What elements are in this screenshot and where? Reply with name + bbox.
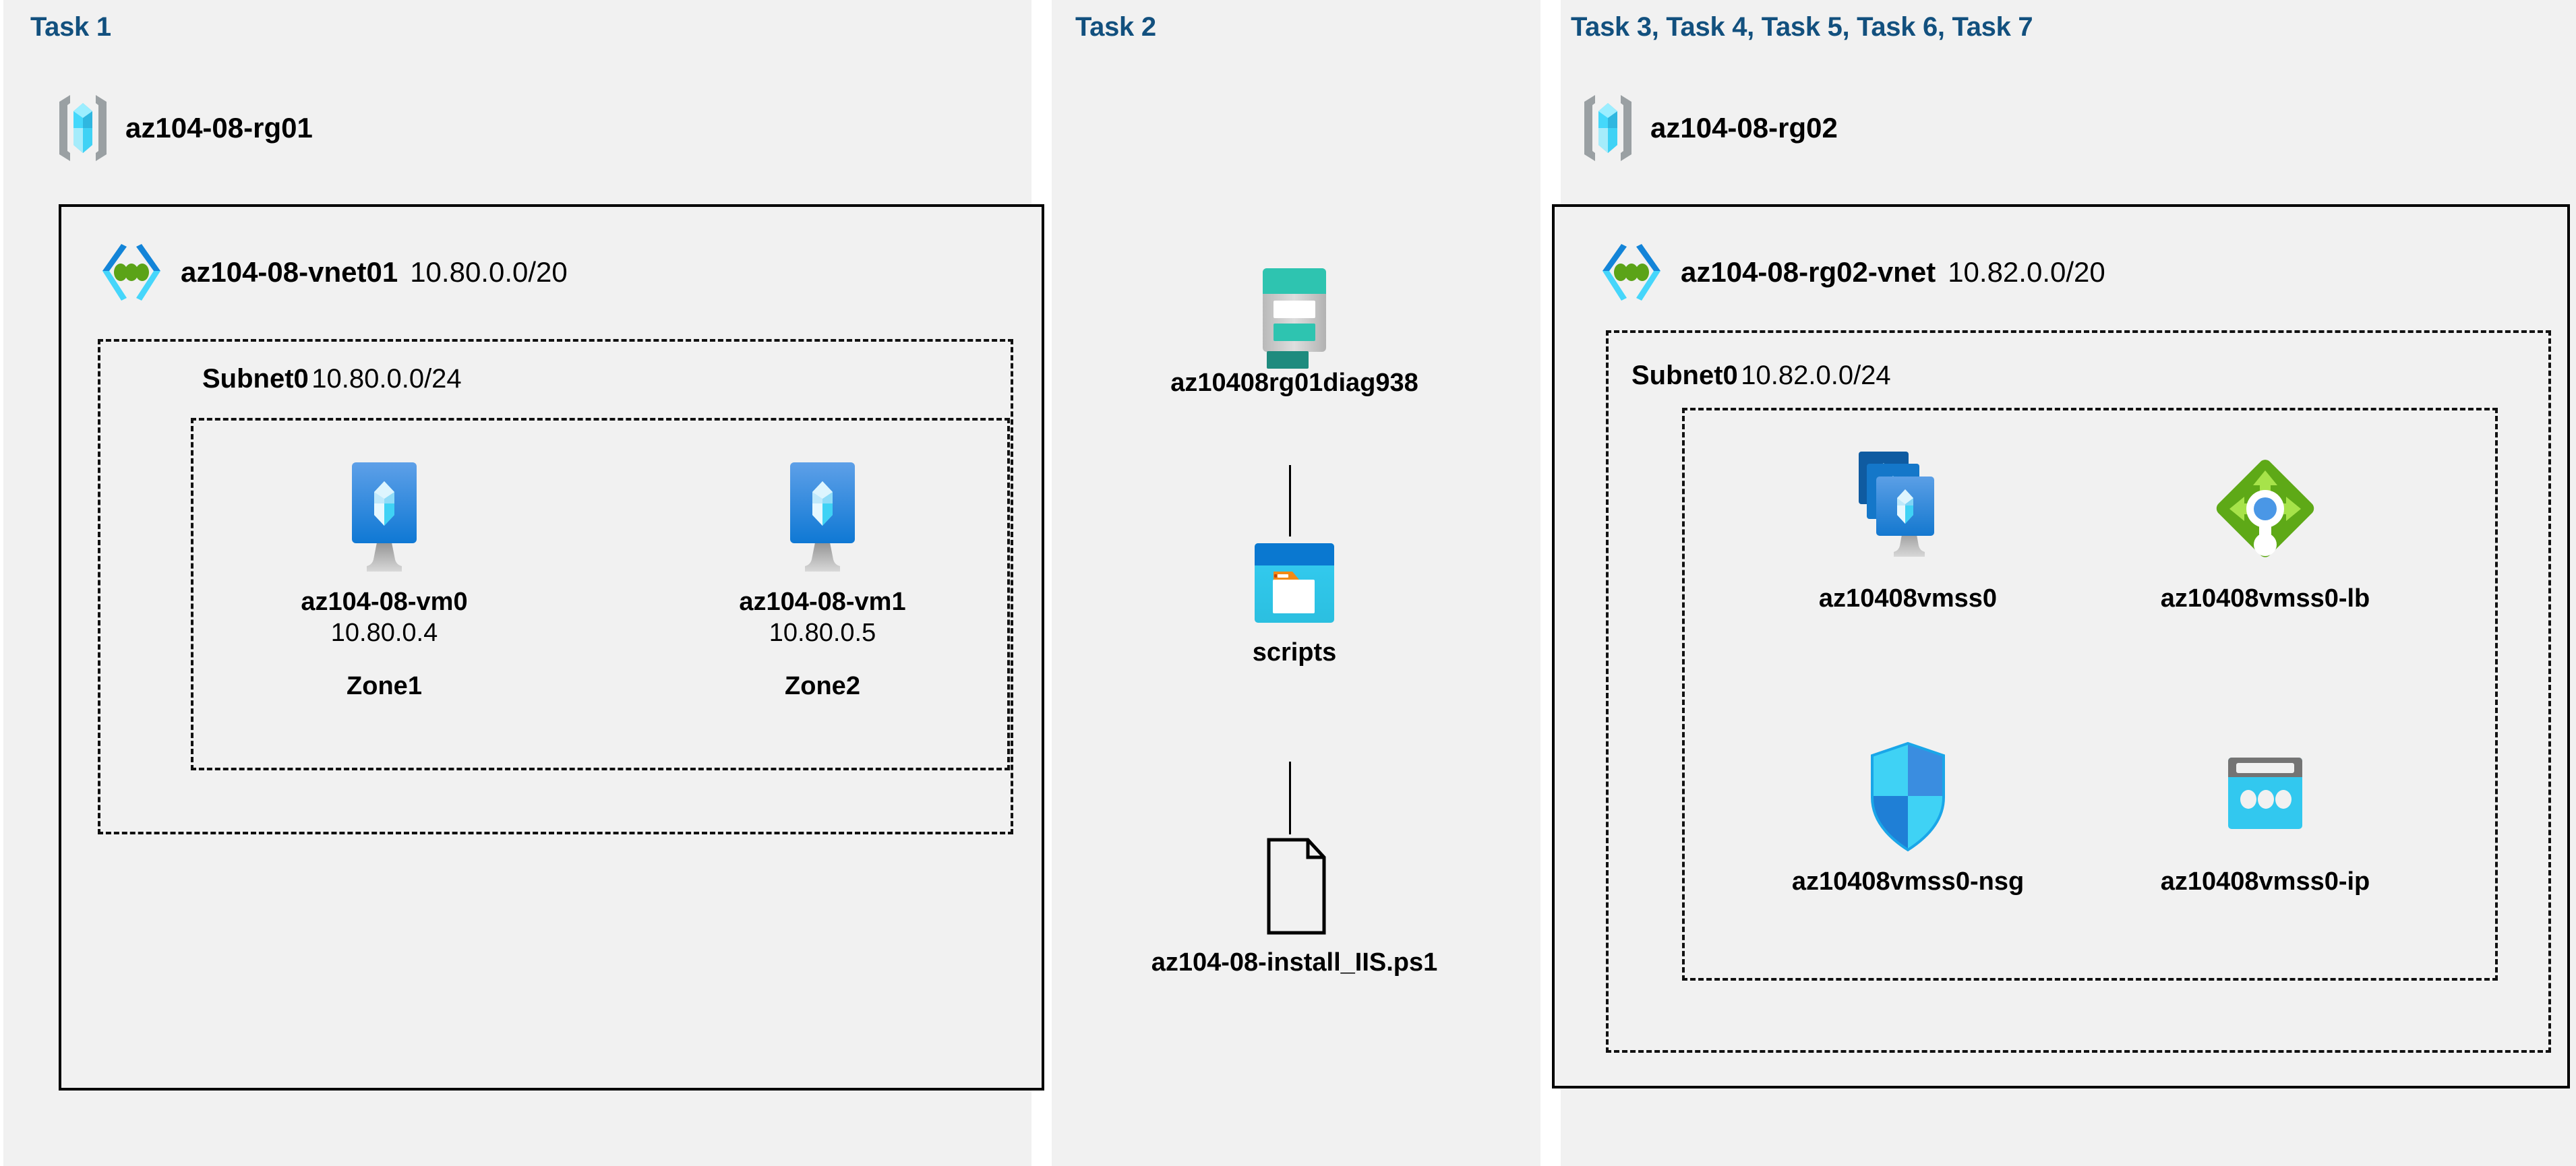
blob-container-node[interactable]: scripts — [1187, 539, 1402, 668]
nsg-node[interactable]: az10408vmss0-nsg — [1739, 738, 2076, 897]
task-label-3: Task 3, Task 4, Task 5, Task 6, Task 7 — [1571, 12, 2033, 42]
resource-group-label: az104-08-rg01 — [125, 112, 313, 144]
resource-group-task1: az104-08-rg01 — [53, 91, 313, 165]
vm-ip-0: 10.80.0.4 — [330, 618, 438, 647]
vm-zone-0: Zone1 — [347, 672, 422, 701]
public-ip-node[interactable]: az10408vmss0-ip — [2110, 748, 2420, 897]
vm-ip-1: 10.80.0.5 — [769, 618, 876, 647]
task-label-2: Task 2 — [1075, 12, 1156, 42]
vnet-box-task1 — [59, 204, 1044, 1091]
task-label-1: Task 1 — [30, 12, 111, 42]
vm-zone-1: Zone2 — [785, 672, 860, 701]
subnet-label-task3: Subnet0 10.82.0.0/24 — [1631, 361, 1891, 391]
resource-group-box-task3 — [1682, 408, 2498, 981]
subnet-cidr-task1: 10.80.0.0/24 — [311, 364, 462, 394]
storage-account-node[interactable]: az10408rg01diag938 — [1170, 263, 1418, 398]
vnet-name-task3: az104-08-rg02-vnet — [1681, 256, 1936, 288]
subnet-box-task3 — [1606, 330, 2551, 1053]
resource-group-icon — [1578, 91, 1638, 165]
load-balancer-icon — [2201, 445, 2329, 573]
file-label: az104-08-install_IIS.ps1 — [1151, 948, 1438, 977]
vm-node-1[interactable]: az104-08-vm1 10.80.0.5 Zone2 — [708, 458, 937, 701]
virtual-machine-icon — [775, 458, 870, 576]
virtual-network-icon — [1594, 241, 1669, 303]
blob-container-icon — [1251, 539, 1338, 627]
nsg-label: az10408vmss0-nsg — [1791, 867, 2025, 896]
subnet-cidr-task3: 10.82.0.0/24 — [1741, 361, 1891, 390]
virtual-network-icon — [94, 241, 169, 303]
public-ip-address-icon — [2215, 748, 2316, 856]
resource-group-icon — [53, 91, 113, 165]
connector-container-to-file — [1289, 762, 1291, 834]
resource-group-task3: az104-08-rg02 — [1578, 91, 1838, 165]
file-node[interactable]: az104-08-install_IIS.ps1 — [1146, 836, 1443, 978]
vnet-cidr-task3: 10.82.0.0/20 — [1948, 256, 2105, 288]
vmss-node[interactable]: az10408vmss0 — [1753, 445, 2063, 614]
network-security-group-icon — [1857, 738, 1958, 856]
load-balancer-node[interactable]: az10408vmss0-lb — [2110, 445, 2420, 614]
subnet-box-task1 — [98, 339, 1013, 834]
virtual-machine-icon — [337, 458, 431, 576]
vm-name-1: az104-08-vm1 — [739, 588, 906, 616]
vnet-cidr-task1: 10.80.0.0/20 — [410, 256, 568, 288]
public-ip-label: az10408vmss0-ip — [2160, 867, 2370, 896]
vm-scale-set-icon — [1844, 445, 1972, 573]
storage-icon-dark-bar — [1267, 351, 1309, 369]
vnet-name-task1: az104-08-vnet01 — [181, 256, 398, 288]
vnet-box-task3 — [1552, 204, 2570, 1088]
blob-container-label: scripts — [1252, 638, 1337, 667]
file-icon — [1254, 836, 1335, 937]
vm-name-0: az104-08-vm0 — [301, 588, 468, 616]
vmss-label: az10408vmss0 — [1818, 584, 1998, 613]
resource-group-label: az104-08-rg02 — [1650, 112, 1838, 144]
subnet-label-task1: Subnet0 10.80.0.0/24 — [202, 364, 462, 394]
load-balancer-label: az10408vmss0-lb — [2160, 584, 2370, 613]
vm-node-0[interactable]: az104-08-vm0 10.80.0.4 Zone1 — [270, 458, 499, 701]
connector-storage-to-container — [1289, 465, 1291, 536]
vnet-label-task1: az104-08-vnet01 10.80.0.0/20 — [94, 241, 568, 303]
vnet-label-task3: az104-08-rg02-vnet 10.82.0.0/20 — [1594, 241, 2105, 303]
subnet-name-task3: Subnet0 — [1631, 361, 1738, 390]
zone-group-box-task1 — [191, 418, 1010, 770]
subnet-name-task1: Subnet0 — [202, 364, 309, 394]
storage-account-label: az10408rg01diag938 — [1170, 369, 1418, 397]
storage-account-icon — [1257, 263, 1331, 357]
